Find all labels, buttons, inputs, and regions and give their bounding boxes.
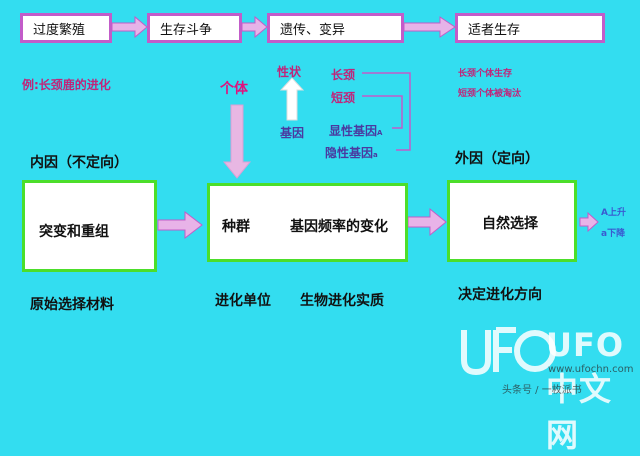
watermark-url: www.ufochn.com [548, 364, 634, 375]
flow-box-struggle-label: 生存斗争 [160, 22, 213, 38]
survival-note-short: 短颈个体被淘汰 [458, 89, 522, 99]
individual-label: 个体 [220, 81, 248, 97]
flow-box-survival-fittest-label: 适者生存 [468, 22, 521, 38]
natural-selection-box-label: 自然选择 [482, 216, 538, 232]
flow-arrow-3 [403, 16, 456, 38]
gene-frequency-box-label: 基因频率的变化 [290, 219, 388, 235]
trait-bracket-lines [362, 72, 411, 151]
flow-arrow-gene-selection [407, 207, 447, 237]
long-neck-label: 长颈 [331, 68, 356, 82]
watermark-logo-icon [461, 327, 556, 376]
flow-arrow-2 [241, 15, 268, 39]
external-cause-label: 外因（定向） [455, 151, 539, 167]
watermark-author: 头条号 / 一枚派书 [502, 385, 582, 396]
evolution-essence-label: 生物进化实质 [300, 293, 384, 309]
gene-label: 基因 [280, 126, 305, 140]
trait-label: 性状 [277, 65, 302, 79]
recessive-gene-label: 隐性基因a [325, 144, 378, 161]
flow-box-overproduction: 过度繁殖 [20, 13, 112, 43]
internal-cause-label: 内因（不定向） [30, 155, 128, 171]
survival-note-long: 长颈个体生存 [458, 69, 513, 79]
raw-material-label: 原始选择材料 [30, 297, 114, 313]
mutation-box: 突变和重组 [22, 180, 157, 272]
a-up-label: A上升 [601, 208, 626, 218]
dominant-gene-label: 显性基因A [329, 122, 382, 139]
flow-arrow-selection-output [579, 211, 599, 233]
recessive-gene-text: 隐性基因 [325, 146, 374, 160]
a-down-label: a下降 [601, 229, 626, 239]
dominant-gene-text: 显性基因 [329, 124, 378, 138]
individual-down-arrow [222, 104, 252, 179]
mutation-box-label: 突变和重组 [39, 224, 109, 240]
flow-box-struggle: 生存斗争 [147, 13, 242, 43]
recessive-gene-mark: a [373, 151, 378, 159]
dominant-gene-mark: A [377, 129, 383, 137]
population-box-label: 种群 [222, 219, 250, 235]
evolution-unit-label: 进化单位 [215, 293, 271, 309]
flow-arrow-mutation-population [157, 210, 203, 240]
flow-box-heredity-variation-label: 遗传、变异 [280, 22, 346, 38]
natural-selection-box: 自然选择 [447, 180, 577, 262]
flow-box-heredity-variation: 遗传、变异 [267, 13, 404, 43]
gene-up-arrow [279, 77, 305, 121]
direction-label: 决定进化方向 [458, 287, 542, 303]
population-box: 种群 基因频率的变化 [207, 183, 408, 262]
flow-box-overproduction-label: 过度繁殖 [33, 22, 86, 38]
flow-box-survival-fittest: 适者生存 [455, 13, 605, 43]
flow-arrow-1 [111, 15, 148, 39]
short-neck-label: 短颈 [331, 91, 356, 105]
example-label: 例:长颈鹿的进化 [22, 78, 111, 92]
